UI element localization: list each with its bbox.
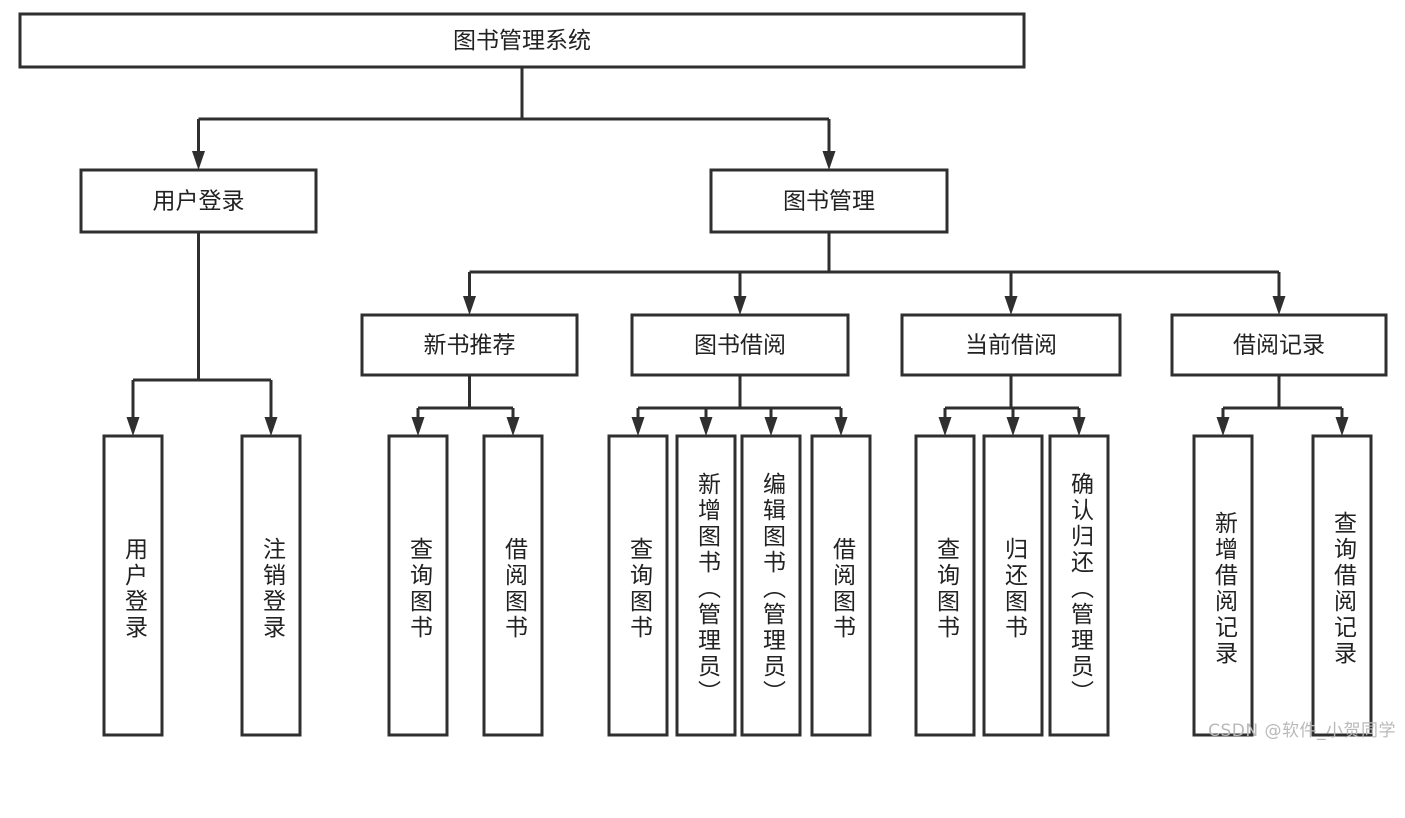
node-label-user-login: 用户登录 [153,189,245,215]
arrow-head-icon [631,417,645,436]
node-box-leaf-user-login[interactable] [102,434,164,737]
arrow-head-icon [699,417,713,436]
connector-e-currentborrow-bus [938,375,1086,436]
watermark: CSDN @软件_小贺同学 [1208,721,1396,741]
node-borrow-record[interactable]: 借阅记录 [1170,313,1388,377]
node-box-leaf-borrow-book[interactable] [810,434,872,737]
arrow-head-icon [126,417,140,436]
node-box-leaf-borrow-book-rec[interactable] [482,434,544,737]
connectors-layer [126,67,1349,436]
node-leaf-add-borrow-record[interactable] [1192,434,1254,737]
node-book-borrow[interactable]: 图书借阅 [630,313,850,377]
node-leaf-logout-login[interactable] [240,434,302,737]
node-box-user-login[interactable] [79,168,318,234]
node-box-leaf-query-borrow-record[interactable] [1311,434,1373,737]
node-leaf-return-book[interactable] [982,434,1044,737]
node-leaf-query-book-rec[interactable] [387,434,449,737]
node-box-new-book-recommend[interactable] [360,313,579,377]
node-root[interactable]: 图书管理系统 [18,12,1026,69]
connector-e-userlogin-bus [126,232,278,436]
node-current-borrow[interactable]: 当前借阅 [900,313,1122,377]
node-user-login[interactable]: 用户登录 [79,168,318,234]
arrow-head-icon [822,151,836,170]
node-box-leaf-query-book-current[interactable] [914,434,976,737]
node-box-leaf-add-borrow-record[interactable] [1192,434,1254,737]
node-leaf-confirm-return-admin[interactable] [1048,434,1110,737]
node-book-manage[interactable]: 图书管理 [709,168,949,234]
node-leaf-query-book-borrow[interactable] [607,434,669,737]
node-label-book-manage: 图书管理 [783,189,875,215]
node-leaf-query-borrow-record[interactable] [1311,434,1373,737]
node-box-current-borrow[interactable] [900,313,1122,377]
node-box-root[interactable] [18,12,1026,69]
arrow-head-icon [1006,417,1020,436]
arrow-head-icon [834,417,848,436]
arrow-head-icon [192,151,205,170]
connector-e-borrowrecord-bus [1216,375,1349,436]
node-leaf-borrow-book-rec[interactable] [482,434,544,737]
connector-e-newbook-bus [411,375,520,436]
node-new-book-recommend[interactable]: 新书推荐 [360,313,579,377]
node-label-root: 图书管理系统 [453,28,591,54]
node-box-leaf-logout-login[interactable] [240,434,302,737]
arrow-head-icon [1004,296,1018,315]
arrow-head-icon [1216,417,1230,436]
connector-e-bookmanage-bus [463,232,1286,315]
arrow-head-icon [411,417,425,436]
node-leaf-add-book-admin[interactable] [675,434,737,737]
node-label-new-book-recommend: 新书推荐 [424,333,516,359]
arrow-head-icon [264,417,278,436]
arrow-head-icon [938,417,952,436]
arrow-head-icon [733,296,747,315]
connector-e-bookborrow-bus [631,375,848,436]
node-box-leaf-add-book-admin[interactable] [675,434,737,737]
node-label-book-borrow: 图书借阅 [694,333,786,359]
node-label-borrow-record: 借阅记录 [1233,333,1325,359]
node-box-leaf-edit-book-admin[interactable] [740,434,802,737]
node-leaf-borrow-book[interactable] [810,434,872,737]
arrow-head-icon [463,296,476,315]
node-box-book-manage[interactable] [709,168,949,234]
connector-e-root-bus [192,67,836,170]
diagram-canvas: 图书管理系统用户登录图书管理新书推荐图书借阅当前借阅借阅记录 用户登录注销登录查… [18,12,1396,741]
arrow-head-icon [1072,417,1086,436]
node-box-leaf-query-book-rec[interactable] [387,434,449,737]
arrow-head-icon [1272,296,1286,315]
node-box-leaf-return-book[interactable] [982,434,1044,737]
node-box-leaf-confirm-return-admin[interactable] [1048,434,1110,737]
arrow-head-icon [1335,417,1349,436]
node-box-borrow-record[interactable] [1170,313,1388,377]
node-box-book-borrow[interactable] [630,313,850,377]
node-leaf-query-book-current[interactable] [914,434,976,737]
node-leaf-user-login[interactable] [102,434,164,737]
node-box-leaf-query-book-borrow[interactable] [607,434,669,737]
arrow-head-icon [764,417,778,436]
node-label-current-borrow: 当前借阅 [965,333,1057,359]
arrow-head-icon [506,417,520,436]
node-leaf-edit-book-admin[interactable] [740,434,802,737]
